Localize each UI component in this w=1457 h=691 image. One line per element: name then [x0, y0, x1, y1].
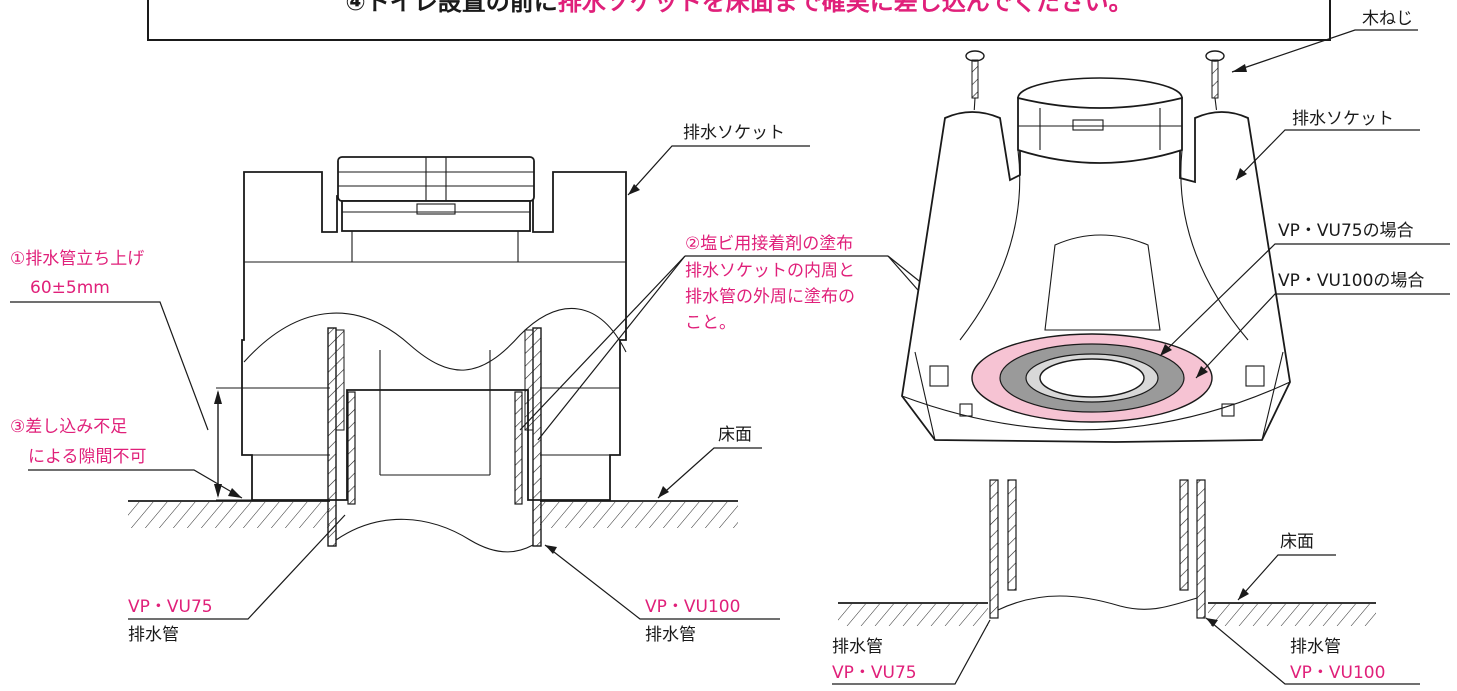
banner-prefix: ④トイレ設置の前に: [345, 0, 557, 16]
socket-label-right: 排水ソケット: [1292, 109, 1394, 129]
pipe75-name-left: 排水管: [128, 625, 179, 645]
adhesive-line3: こと。: [685, 313, 736, 333]
floor-surface-left: [128, 500, 738, 528]
pipe100-type-left: VP・VU100: [645, 597, 740, 617]
adhesive-line1: 排水ソケットの内周と: [685, 261, 855, 281]
wood-screw-right: [1205, 50, 1225, 99]
drain-socket-right: [901, 77, 1291, 443]
pipe-walls-left: [327, 327, 542, 553]
pipe100-name-right: 排水管: [1290, 637, 1341, 657]
case75-label: VP・VU75の場合: [1278, 221, 1414, 241]
wood-screw-left: [965, 50, 985, 99]
banner-text: ④トイレ設置の前に排水ソケットを床面まで確実に差し込んでください。: [345, 0, 1132, 16]
pipe75-name-right: 排水管: [832, 637, 883, 657]
gap-label-line1: ③差し込み不足: [10, 417, 127, 437]
pipe75-type-right: VP・VU75: [832, 663, 917, 683]
pipe75-type-left: VP・VU75: [128, 597, 213, 617]
drain-pipe-right: [989, 479, 1206, 619]
adhesive-line2: 排水管の外周に塗布の: [685, 286, 855, 307]
riser-label-line2: 60±5mm: [30, 278, 110, 298]
floor-surface-right: [838, 602, 1376, 626]
banner-highlight: 排水ソケットを床面まで確実に差し込んでください。: [558, 0, 1133, 16]
floor-label-right: 床面: [1280, 532, 1314, 552]
pipe100-name-left: 排水管: [645, 625, 696, 645]
adhesive-title: ②塩ビ用接着剤の塗布: [685, 233, 853, 254]
drain-socket-left: [241, 156, 627, 501]
right-perspective-view: 木ねじ 排水ソケット VP・VU75の場合 VP・VU100の場合 床面 排水管…: [832, 9, 1450, 685]
riser-label-line1: ①排水管立ち上げ: [10, 249, 144, 269]
socket-label-left: 排水ソケット: [683, 123, 785, 143]
case100-label: VP・VU100の場合: [1278, 271, 1424, 291]
pipe100-type-right: VP・VU100: [1290, 663, 1385, 683]
instruction-banner: ④トイレ設置の前に排水ソケットを床面まで確実に差し込んでください。: [147, 0, 1331, 41]
gap-label-line2: による隙間不可: [28, 447, 147, 467]
wood-screw-label: 木ねじ: [1362, 9, 1413, 29]
riser-dimension: [214, 387, 252, 501]
left-section-view: 排水ソケット ①排水管立ち上げ 60±5mm ③差し込み不足 による隙間不可 ②…: [10, 123, 1021, 645]
floor-label-left: 床面: [718, 425, 752, 445]
